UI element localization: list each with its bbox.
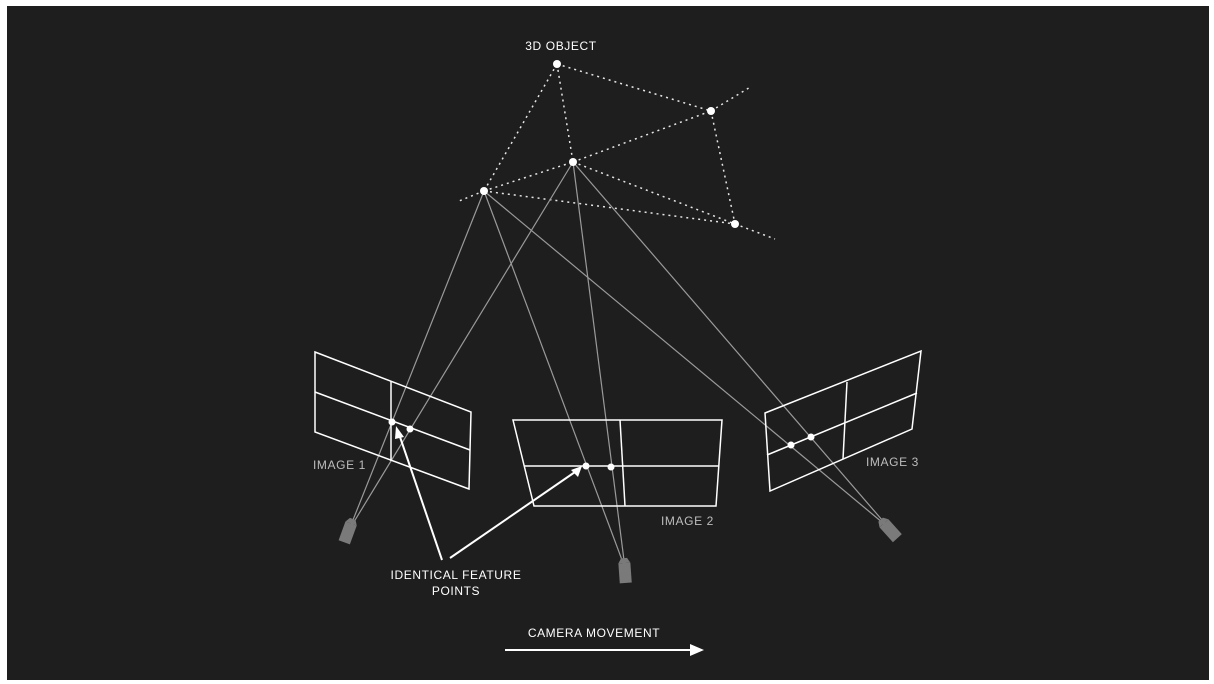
image-2-grid-vertical bbox=[619, 419, 626, 507]
ray bbox=[483, 190, 890, 529]
edge-center-bottom bbox=[572, 161, 736, 225]
edge-center-right bbox=[572, 110, 712, 163]
edge-right-down bbox=[710, 110, 736, 225]
image-3-feature-point bbox=[787, 441, 795, 449]
object-vertex bbox=[553, 60, 561, 68]
edge-right-extension bbox=[710, 85, 753, 112]
image-1-feature-point bbox=[388, 418, 396, 426]
camera-movement-arrow bbox=[505, 644, 704, 656]
image-3-feature-point bbox=[807, 433, 815, 441]
image-plane-3 bbox=[764, 349, 922, 493]
arrow-to-image-1 bbox=[398, 433, 443, 561]
image-2-frame bbox=[512, 419, 723, 507]
edge-top-right bbox=[556, 63, 712, 112]
ray bbox=[348, 190, 485, 531]
object-vertex bbox=[480, 187, 488, 195]
ray bbox=[483, 190, 626, 569]
arrowhead-image-2 bbox=[571, 466, 582, 477]
edge-top-center bbox=[556, 63, 574, 163]
object-wireframe bbox=[458, 63, 776, 240]
diagram-canvas: 3D OBJECT IMAGE 1 IMAGE 2 IMAGE 3 IDENTI… bbox=[7, 6, 1209, 680]
arrowheads bbox=[395, 426, 582, 477]
feature-point-arrows bbox=[398, 433, 576, 561]
image-2-label: IMAGE 2 bbox=[661, 514, 714, 528]
photogrammetry-diagram: 3D OBJECT IMAGE 1 IMAGE 2 IMAGE 3 IDENTI… bbox=[313, 39, 922, 656]
image-plane-2 bbox=[512, 419, 723, 507]
edge-left-bottom bbox=[483, 190, 736, 225]
feature-points-label-line1: IDENTICAL FEATURE bbox=[391, 568, 522, 582]
camera-2-icon bbox=[618, 557, 632, 584]
image-3-grid-vertical bbox=[842, 381, 848, 460]
arrow-to-image-2 bbox=[449, 471, 576, 559]
edge-left-extension bbox=[458, 190, 485, 202]
edge-bottom-extension bbox=[734, 223, 776, 240]
edge-left-center bbox=[483, 161, 574, 192]
image-1-feature-point bbox=[406, 425, 414, 433]
projection-rays bbox=[348, 161, 890, 569]
camera-3-icon bbox=[878, 517, 902, 543]
camera-movement-label: CAMERA MOVEMENT bbox=[528, 626, 660, 640]
image-1-label: IMAGE 1 bbox=[313, 458, 366, 472]
object-vertices bbox=[480, 60, 739, 228]
object-vertex bbox=[569, 158, 577, 166]
image-2-feature-point bbox=[582, 462, 590, 470]
ray bbox=[572, 161, 890, 529]
camera-1-icon bbox=[338, 517, 357, 545]
feature-points-label-line2: POINTS bbox=[432, 584, 480, 598]
object-label: 3D OBJECT bbox=[525, 39, 596, 53]
edge-top-left bbox=[483, 63, 558, 192]
image-1-frame bbox=[314, 350, 472, 491]
image-3-frame bbox=[764, 349, 922, 493]
image-3-label: IMAGE 3 bbox=[866, 455, 919, 469]
image-2-feature-point bbox=[607, 463, 615, 471]
arrowhead-image-1 bbox=[395, 426, 404, 439]
image-feature-points bbox=[388, 418, 815, 471]
ray bbox=[348, 161, 574, 531]
ray bbox=[572, 161, 626, 569]
object-vertex bbox=[707, 107, 715, 115]
object-vertex bbox=[731, 220, 739, 228]
